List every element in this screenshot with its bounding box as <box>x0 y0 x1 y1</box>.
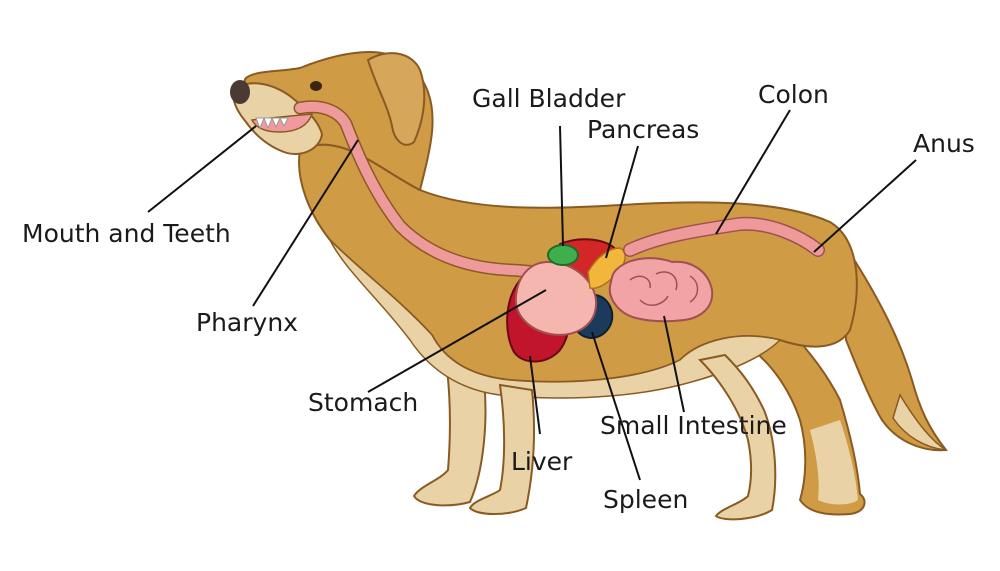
label-anus: Anus <box>913 129 975 158</box>
leader-line-small-intestine <box>663 315 685 413</box>
label-gall-bladder: Gall Bladder <box>472 84 626 113</box>
dog-ear <box>366 52 426 146</box>
small-intestine-shape <box>608 257 714 323</box>
leader-line-gall-bladder <box>559 125 564 247</box>
leader-line-pharynx <box>252 139 359 307</box>
pancreas-shape <box>587 247 626 290</box>
dog-teeth <box>255 116 289 130</box>
leader-line-stomach <box>367 289 547 393</box>
label-pharynx: Pharynx <box>196 308 298 337</box>
gall-bladder-shape <box>547 244 579 266</box>
leader-line-colon <box>715 109 791 235</box>
label-spleen: Spleen <box>603 485 689 514</box>
label-stomach: Stomach <box>308 388 419 417</box>
dog-eye <box>310 81 322 91</box>
dog-near-front-leg <box>468 383 535 515</box>
leader-line-anus <box>813 159 917 253</box>
leader-lines <box>147 109 917 481</box>
label-mouth-and-teeth: Mouth and Teeth <box>22 219 231 248</box>
leader-line-spleen <box>591 331 641 481</box>
label-small-intestine: Small Intestine <box>600 411 787 440</box>
dog-belly <box>329 239 782 399</box>
digestive-system <box>293 100 825 363</box>
leader-line-pancreas <box>605 145 639 259</box>
leader-line-liver <box>529 355 541 435</box>
label-liver: Liver <box>511 447 573 476</box>
dog-nose <box>230 80 250 104</box>
label-colon: Colon <box>758 80 829 109</box>
label-pancreas: Pancreas <box>587 115 700 144</box>
leader-line-mouth <box>147 125 257 213</box>
dog-near-rear-leg <box>697 353 777 521</box>
